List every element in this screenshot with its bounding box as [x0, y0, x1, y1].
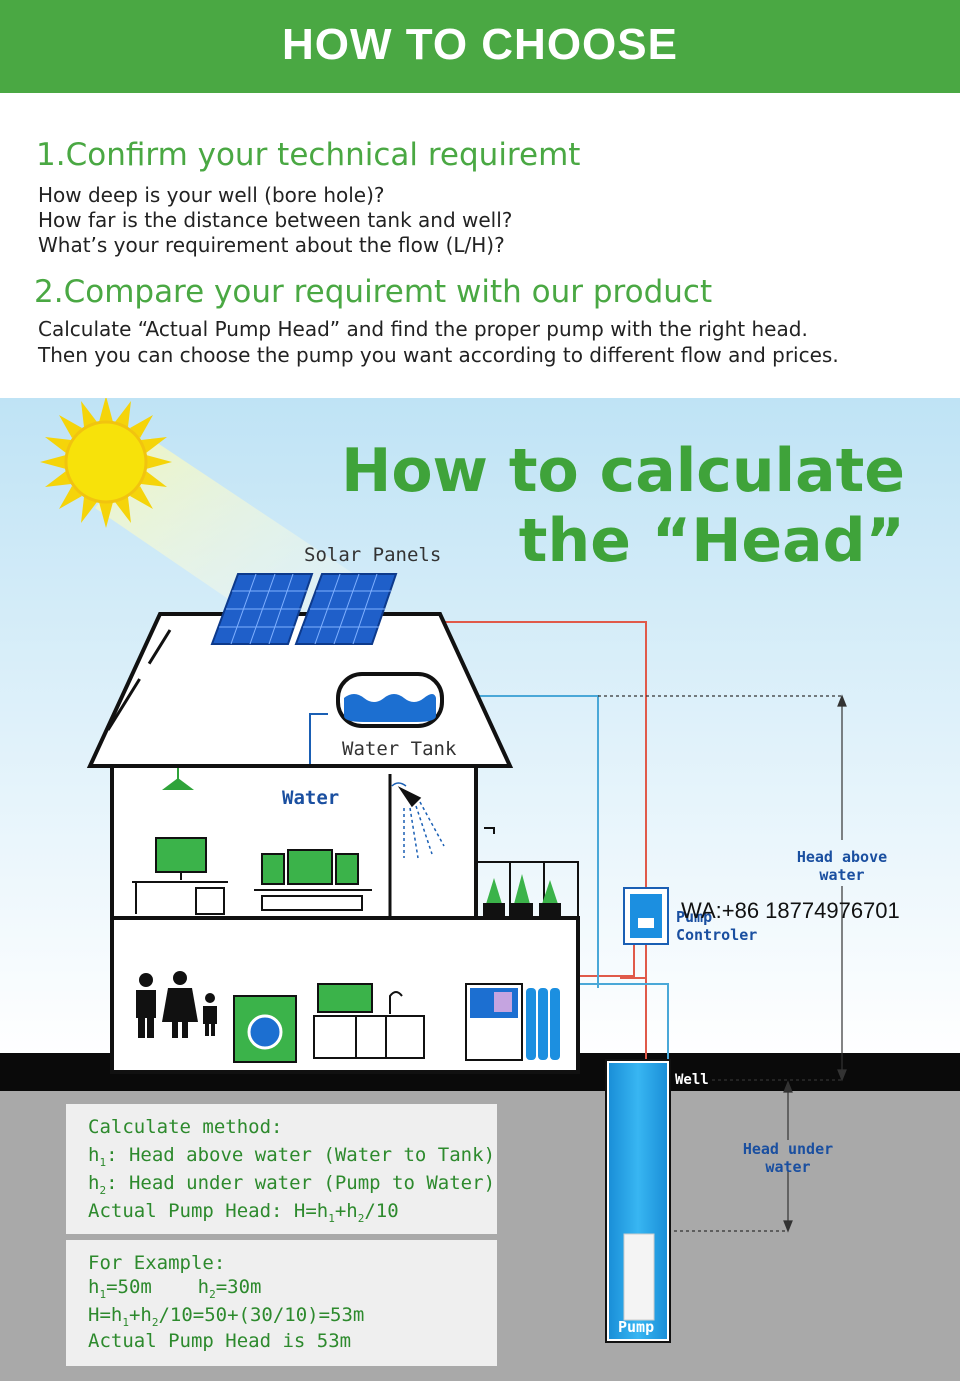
diagram-title-line1: How to calculate	[341, 436, 905, 506]
washing-machine-icon	[233, 995, 297, 1063]
step2-line-2: Then you can choose the pump you want ac…	[38, 343, 839, 367]
label-pump-controller-1: Pump	[676, 908, 713, 926]
example-box: For Example: h1=50m h2=30m H=h1+h2/10=50…	[66, 1240, 497, 1366]
calc-h1: h1: Head above water (Water to Tank)	[88, 1144, 496, 1169]
calc-title: Calculate method:	[88, 1116, 283, 1138]
calc-h2: h2: Head under water (Pump to Water)	[88, 1172, 496, 1197]
step1-line-1: How deep is your well (bore hole)?	[38, 183, 385, 207]
tv-stereo-icon	[254, 849, 372, 911]
header-banner: HOW TO CHOOSE	[0, 0, 960, 93]
whatsapp-contact: WA:+86 18774976701	[681, 898, 900, 923]
lamp-icon	[162, 768, 194, 790]
label-head-under-2: water	[765, 1158, 811, 1176]
family-icon	[136, 971, 217, 1038]
kitchen-icon	[313, 983, 425, 1059]
sun-icon	[40, 398, 172, 528]
example-equation: H=h1+h2/10=50+(30/10)=53m	[88, 1304, 365, 1329]
step1-line-3: What’s your requirement about the flow (…	[38, 233, 505, 257]
head-diagram: How to calculate the “Head” Solar Panels…	[0, 398, 960, 1381]
dimension-lines	[598, 695, 842, 1232]
label-head-under-1: Head under	[742, 1140, 834, 1158]
banner-title: HOW TO CHOOSE	[282, 20, 678, 69]
computer-icon	[132, 837, 228, 915]
label-water: Water	[282, 787, 340, 809]
step1-line-2: How far is the distance between tank and…	[38, 208, 513, 232]
label-head-above-2: water	[819, 866, 865, 884]
solar-panel-icon	[210, 573, 398, 645]
example-title: For Example:	[88, 1252, 226, 1274]
step2-title: 2.Compare your requiremt with our produc…	[34, 274, 713, 310]
calc-formula: Actual Pump Head: H=h1+h2/10	[88, 1200, 399, 1225]
dimension-arrows	[783, 694, 847, 1233]
example-values: h1=50m h2=30m	[88, 1276, 262, 1301]
label-solar-panels: Solar Panels	[304, 544, 442, 566]
example-result: Actual Pump Head is 53m	[88, 1330, 352, 1352]
calculate-method-box: Calculate method: h1: Head above water (…	[66, 1104, 497, 1234]
label-pump-controller-2: Controler	[676, 926, 758, 944]
step1-title: 1.Confirm your technical requiremt	[36, 137, 581, 173]
label-water-tank: Water Tank	[342, 738, 457, 760]
pump-controller-icon	[623, 887, 669, 945]
shower-icon	[391, 782, 445, 859]
label-well: Well	[675, 1072, 709, 1088]
label-head-above-1: Head above	[796, 848, 888, 866]
diagram-title-line2: the “Head”	[518, 506, 905, 576]
label-pump: Pump	[618, 1318, 655, 1336]
pump-icon	[623, 1233, 655, 1321]
water-purifier-icon	[465, 983, 560, 1061]
step2-line-1: Calculate “Actual Pump Head” and find th…	[38, 317, 808, 341]
water-tank-icon	[336, 672, 444, 728]
